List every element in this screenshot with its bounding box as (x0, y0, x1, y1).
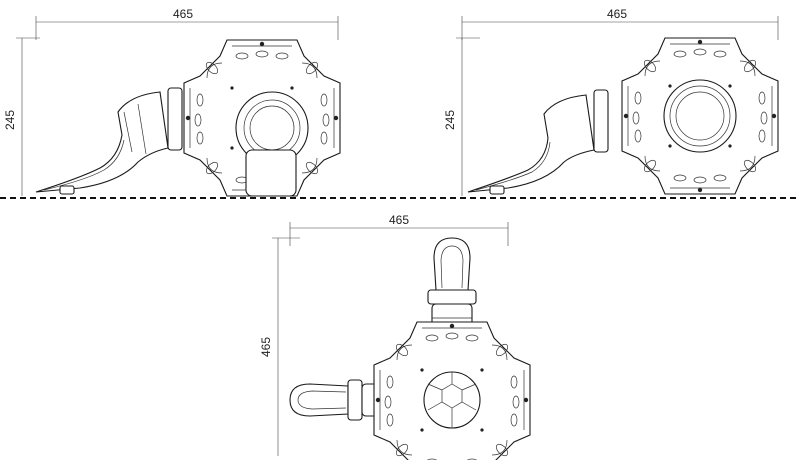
front-height-label: 245 (3, 110, 17, 130)
side-tunnel-opening (663, 79, 737, 153)
side-height-label: 245 (443, 110, 457, 130)
side-slide (467, 89, 609, 195)
side-width-label: 465 (607, 7, 627, 21)
top-view: 465 465 (259, 213, 531, 460)
side-view: 465 245 (443, 7, 779, 196)
front-slide (35, 87, 183, 195)
top-width-label: 465 (389, 213, 409, 227)
front-tunnel-body (245, 149, 297, 197)
top-height-label: 465 (259, 337, 273, 357)
top-hex-pattern (427, 372, 477, 428)
front-width-label: 465 (173, 7, 193, 21)
front-view: 465 245 (3, 7, 341, 197)
